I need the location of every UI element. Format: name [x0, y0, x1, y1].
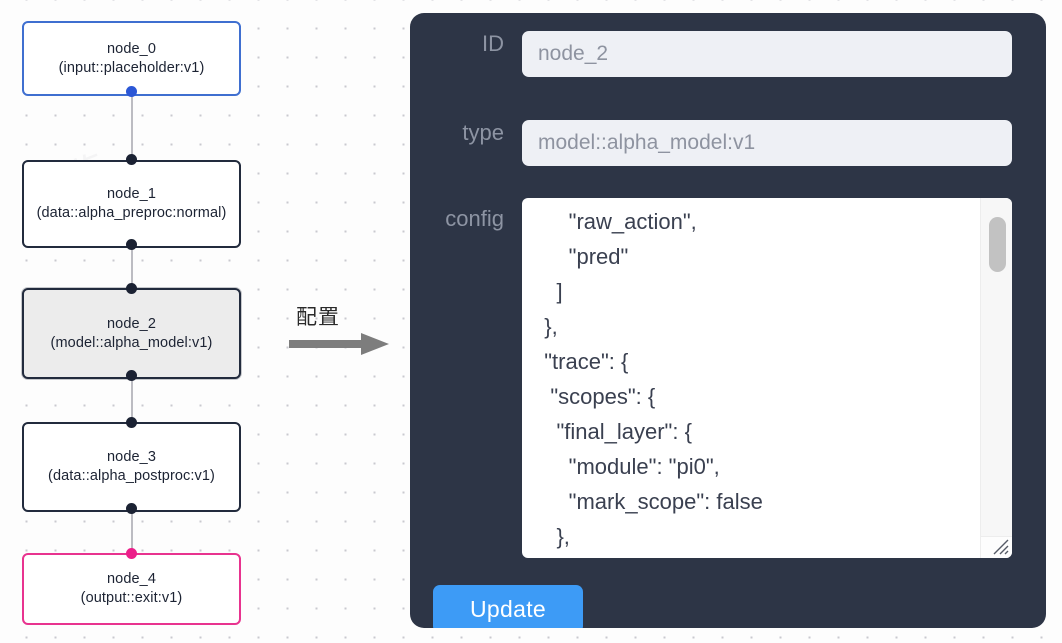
edge-node2-node3: [131, 375, 133, 427]
node-handle-target-node_4[interactable]: [126, 548, 137, 559]
id-field-row: ID: [422, 31, 1012, 77]
node-handle-target-node_1[interactable]: [126, 154, 137, 165]
node-type-label: (output::exit:v1): [80, 590, 183, 606]
node-type-label: (data::alpha_postproc:v1): [48, 468, 215, 484]
graph-node-node_0[interactable]: node_0 (input::placeholder:v1): [22, 21, 241, 96]
graph-node-node_1[interactable]: node_1 (data::alpha_preproc:normal): [22, 160, 241, 248]
resize-handle-icon[interactable]: [988, 534, 1010, 556]
id-input[interactable]: [522, 31, 1012, 77]
config-scrollbar[interactable]: [980, 198, 1012, 538]
config-scrollbar-corner: [980, 536, 1012, 558]
node-handle-target-node_3[interactable]: [126, 417, 137, 428]
node-handle-source-node_1[interactable]: [126, 239, 137, 250]
id-label: ID: [482, 31, 504, 56]
config-scrollbar-thumb[interactable]: [989, 217, 1006, 272]
graph-node-node_2[interactable]: node_2 (model::alpha_model:v1): [22, 288, 241, 379]
node-handle-source-node_2[interactable]: [126, 370, 137, 381]
node-handle-target-node_2[interactable]: [126, 283, 137, 294]
node-id-label: node_0: [107, 40, 156, 57]
node-type-label: (input::placeholder:v1): [58, 59, 205, 76]
node-id-label: node_1: [107, 186, 156, 202]
node-handle-source-node_0[interactable]: [126, 86, 137, 97]
node-config-panel: 示例 预览 ID type config "raw_action", "pred…: [410, 13, 1046, 628]
config-textarea[interactable]: "raw_action", "pred" ] }, "trace": { "sc…: [544, 209, 763, 549]
update-button[interactable]: Update: [433, 585, 583, 628]
graph-node-node_3[interactable]: node_3 (data::alpha_postproc:v1): [22, 422, 241, 512]
node-graph-canvas[interactable]: node_0 (input::placeholder:v1) node_1 (d…: [0, 0, 400, 643]
type-label: type: [462, 120, 504, 145]
node-handle-source-node_3[interactable]: [126, 503, 137, 514]
node-id-label: node_2: [107, 315, 156, 332]
flow-annotation-label: 配置: [296, 305, 340, 329]
type-field-row: type: [422, 120, 1012, 166]
node-type-label: (model::alpha_model:v1): [50, 334, 213, 351]
config-field-row: config "raw_action", "pred" ] }, "trace"…: [422, 198, 1012, 558]
config-label: config: [445, 206, 504, 231]
type-input[interactable]: [522, 120, 1012, 166]
right-arrow-icon: [289, 333, 389, 355]
edge-node0-node1: [131, 92, 133, 164]
edge-node1-node2: [131, 244, 133, 294]
node-id-label: node_3: [107, 449, 156, 465]
config-textarea-wrapper[interactable]: "raw_action", "pred" ] }, "trace": { "sc…: [522, 198, 1012, 558]
node-id-label: node_4: [107, 571, 156, 587]
node-type-label: (data::alpha_preproc:normal): [36, 205, 227, 221]
edge-node3-node4: [131, 508, 133, 556]
graph-node-node_4[interactable]: node_4 (output::exit:v1): [22, 553, 241, 625]
